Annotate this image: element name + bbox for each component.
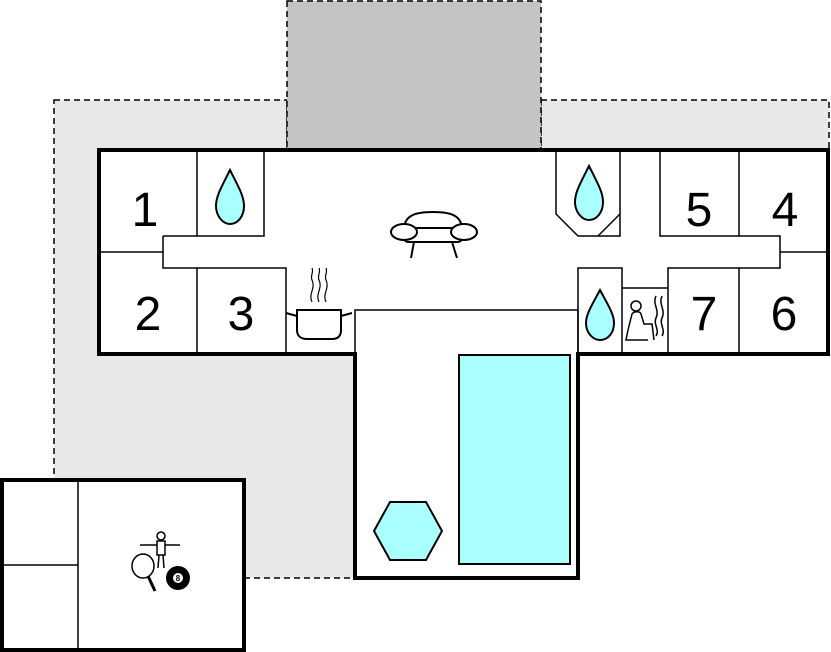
water-drop-icon bbox=[584, 287, 616, 342]
billiard-ball-icon: 8 bbox=[166, 566, 190, 590]
sofa-icon bbox=[390, 210, 478, 259]
hot-tub-icon bbox=[372, 501, 444, 561]
pool-icon bbox=[458, 354, 571, 565]
roof-overhang bbox=[286, 0, 542, 151]
terrace-area-right bbox=[540, 99, 830, 151]
room-number-2: 2 bbox=[135, 288, 162, 341]
table-tennis-icon bbox=[131, 553, 157, 592]
room-number-4: 4 bbox=[772, 184, 799, 237]
interior-walls bbox=[99, 150, 828, 354]
room-number-5: 5 bbox=[686, 184, 713, 237]
annex-building bbox=[0, 478, 246, 652]
cooking-pot-icon bbox=[285, 267, 353, 340]
foosball-icon bbox=[140, 531, 180, 569]
room-number-7: 7 bbox=[691, 288, 718, 341]
billiard-ball-label: 8 bbox=[176, 574, 181, 583]
room-number-1: 1 bbox=[132, 184, 159, 237]
room-number-3: 3 bbox=[228, 288, 255, 341]
water-drop-icon bbox=[573, 163, 605, 222]
sauna-icon bbox=[625, 295, 665, 341]
water-drop-icon bbox=[214, 167, 246, 226]
room-number-6: 6 bbox=[771, 288, 798, 341]
